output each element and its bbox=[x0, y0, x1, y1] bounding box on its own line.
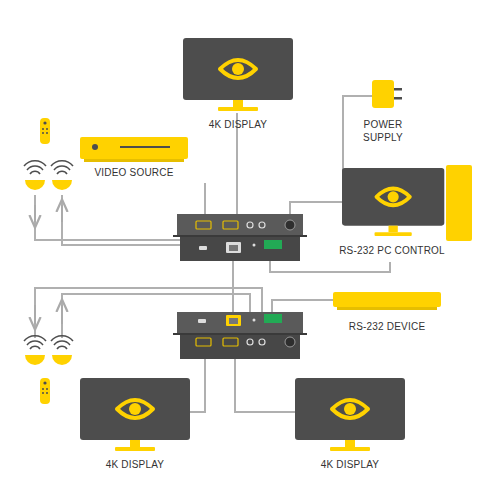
display-icon bbox=[295, 378, 405, 451]
video-source-icon bbox=[80, 137, 188, 162]
pc-monitor-icon bbox=[342, 168, 444, 236]
device-label: 4K DISPLAY bbox=[106, 458, 165, 471]
rs232-device-node: RS-232 DEVICE bbox=[327, 290, 447, 333]
ir-remote-icon bbox=[40, 118, 50, 144]
display-icon bbox=[80, 378, 190, 451]
pc-control-node: RS-232 PC CONTROL bbox=[322, 164, 462, 257]
ir-blaster-icon bbox=[51, 161, 73, 190]
receiver-unit bbox=[173, 312, 307, 359]
display-node: 4K DISPLAY bbox=[178, 36, 298, 131]
rs232-device-icon bbox=[333, 292, 441, 310]
ir-sensor-icon bbox=[24, 336, 46, 365]
power-supply-icon bbox=[372, 80, 402, 108]
video-source-node: VIDEO SOURCE bbox=[74, 135, 194, 179]
device-label: RS-232 PC CONTROL bbox=[339, 244, 445, 257]
power-supply-node: POWER SUPPLY bbox=[353, 76, 413, 144]
display-node: 4K DISPLAY bbox=[75, 376, 195, 471]
ir-blaster-icon bbox=[51, 336, 73, 365]
display-node: 4K DISPLAY bbox=[290, 376, 410, 471]
display-icon bbox=[183, 38, 293, 111]
device-label: VIDEO SOURCE bbox=[94, 166, 173, 179]
ir-arrows bbox=[35, 205, 62, 324]
device-label: 4K DISPLAY bbox=[209, 118, 268, 131]
device-label: RS-232 DEVICE bbox=[349, 320, 426, 333]
device-label: 4K DISPLAY bbox=[321, 458, 380, 471]
pc-tower-icon bbox=[446, 165, 472, 241]
ir-sensor-icon bbox=[24, 161, 46, 190]
ir-remote-icon bbox=[40, 378, 50, 404]
transmitter-unit bbox=[173, 214, 307, 261]
device-label: POWER SUPPLY bbox=[353, 118, 413, 144]
wires bbox=[35, 96, 390, 412]
